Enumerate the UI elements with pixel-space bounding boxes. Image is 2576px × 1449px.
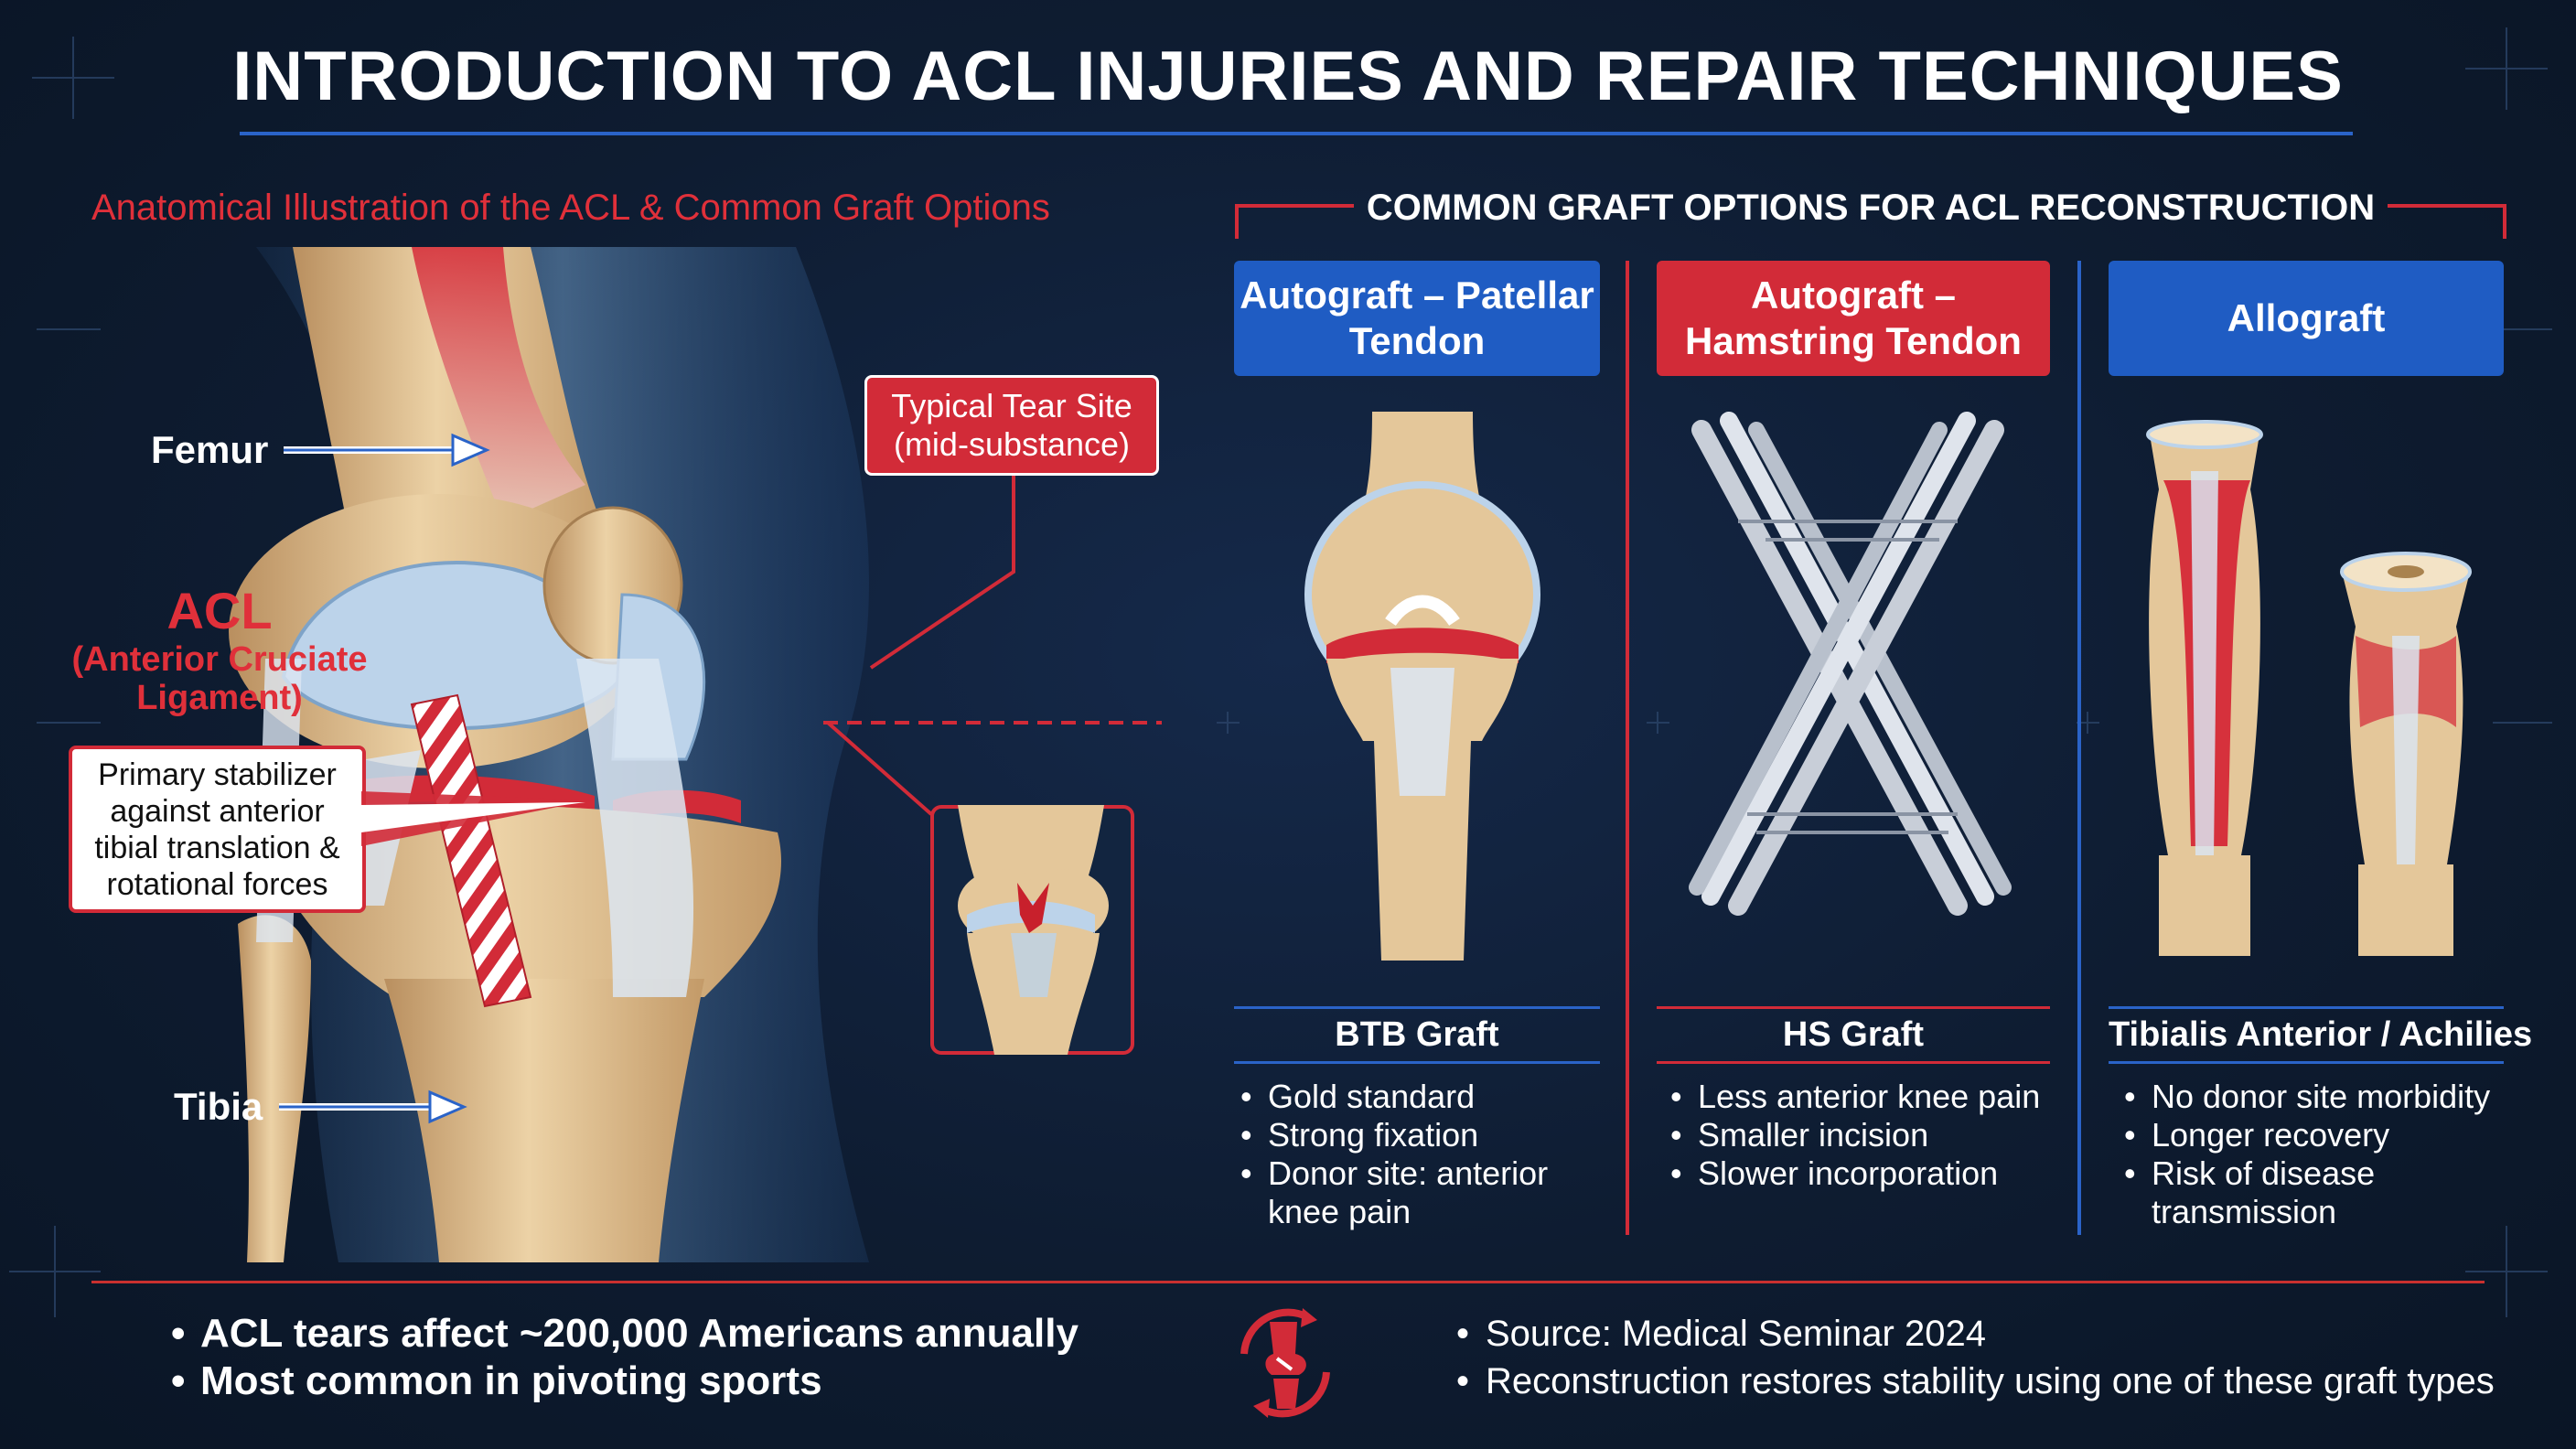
allograft-image [2146, 420, 2472, 956]
graft-options-heading: COMMON GRAFT OPTIONS FOR ACL RECONSTRUCT… [1366, 188, 2376, 228]
list-item: Longer recovery [2120, 1116, 2496, 1154]
col2-rule-top [1657, 1006, 2050, 1009]
list-item: Strong fixation [1237, 1116, 1584, 1154]
graft-name-allograft: Tibialis Anterior / Achilies [2109, 1015, 2533, 1054]
btb-graft-image [1304, 412, 1540, 961]
graft-name-hs: HS Graft [1782, 1015, 1925, 1054]
list-item: No donor site morbidity [2120, 1078, 2496, 1116]
stabilizer-callout: Primary stabilizer against anterior tibi… [69, 746, 366, 913]
list-item: Donor site: anterior knee pain [1237, 1154, 1584, 1231]
col3-rule-top [2109, 1006, 2504, 1009]
footer-divider [91, 1281, 2485, 1283]
tab-allograft: Allograft [2109, 261, 2504, 376]
list-item: Risk of disease transmission [2120, 1154, 2496, 1231]
col2-rule-bottom [1657, 1061, 2050, 1064]
graft-options-heading-block: COMMON GRAFT OPTIONS FOR ACL RECONSTRUCT… [1235, 188, 2506, 242]
col1-rule-bottom [1234, 1061, 1600, 1064]
title-underline [240, 132, 2353, 135]
knee-anatomy-illustration [229, 247, 869, 1262]
page-title: INTRODUCTION TO ACL INJURIES AND REPAIR … [232, 38, 2344, 115]
allograft-bullets: No donor site morbidity Longer recovery … [2120, 1078, 2496, 1231]
list-item: Most common in pivoting sports [169, 1358, 1079, 1405]
tibia-label: Tibia [174, 1085, 263, 1128]
femur-label: Femur [151, 428, 269, 471]
tear-site-callout: Typical Tear Site (mid-substance) [864, 375, 1159, 476]
tear-inset-image [930, 805, 1134, 1055]
list-item: Less anterior knee pain [1667, 1078, 2042, 1116]
graft-name-btb: BTB Graft [1335, 1015, 1499, 1054]
femur-arrow-icon [284, 433, 490, 467]
list-item: Gold standard [1237, 1078, 1584, 1116]
column-divider-2 [2077, 261, 2081, 1235]
hs-graft-image [1689, 412, 2012, 916]
facts-left: ACL tears affect ~200,000 Americans annu… [169, 1310, 1079, 1405]
anatomy-heading: Anatomical Illustration of the ACL & Com… [91, 188, 1050, 228]
acl-title: ACL [166, 582, 273, 639]
list-item: Source: Medical Seminar 2024 [1454, 1310, 2495, 1358]
stabilizer-pointer [361, 791, 590, 846]
col3-rule-bottom [2109, 1061, 2504, 1064]
tibia-arrow-icon [279, 1089, 467, 1124]
tab-patellar-tendon: Autograft – Patellar Tendon [1234, 261, 1600, 376]
knee-joint-logo-icon [1240, 1308, 1330, 1418]
list-item: Smaller incision [1667, 1116, 2042, 1154]
tab-hamstring-tendon: Autograft – Hamstring Tendon [1657, 261, 2050, 376]
column-divider-1 [1626, 261, 1629, 1235]
btb-bullets: Gold standard Strong fixation Donor site… [1237, 1078, 1584, 1231]
acl-subtitle: (Anterior Cruciate Ligament) [71, 640, 368, 717]
facts-right: Source: Medical Seminar 2024 Reconstruct… [1454, 1310, 2495, 1405]
heading-bracket [1235, 204, 2506, 239]
list-item: Reconstruction restores stability using … [1454, 1358, 2495, 1405]
list-item: ACL tears affect ~200,000 Americans annu… [169, 1310, 1079, 1358]
list-item: Slower incorporation [1667, 1154, 2042, 1193]
hs-bullets: Less anterior knee pain Smaller incision… [1667, 1078, 2042, 1193]
col1-rule-top [1234, 1006, 1600, 1009]
tear-site-leaders [823, 476, 1162, 816]
